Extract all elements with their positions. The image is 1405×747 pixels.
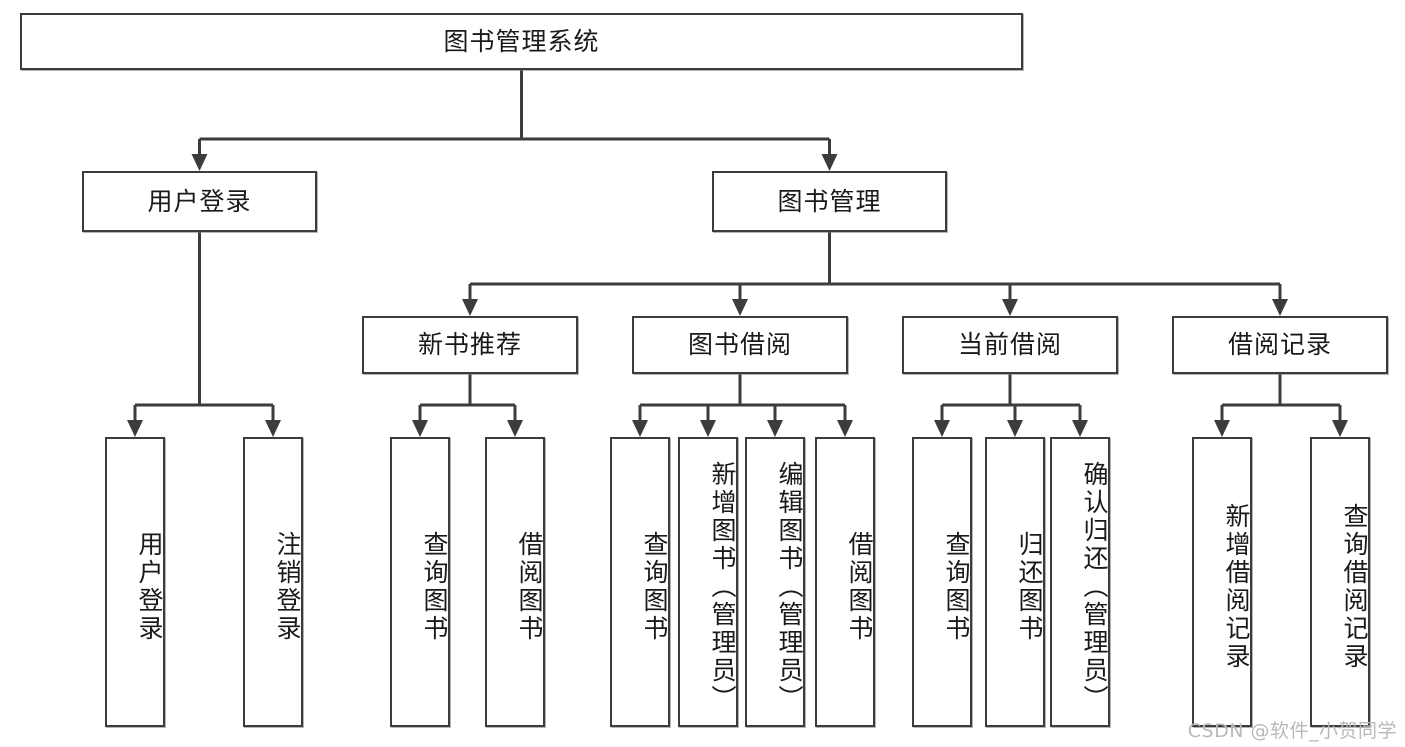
- arrowhead-icon: [632, 420, 648, 437]
- arrowhead-icon: [462, 299, 478, 316]
- arrowhead-icon: [821, 154, 838, 171]
- node-label: 借阅记录: [1227, 330, 1332, 360]
- arrowhead-icon: [191, 154, 208, 171]
- node-label: 新增图书（管理员）: [708, 461, 737, 713]
- node-leaf-add-record[interactable]: 新增借阅记录: [1192, 437, 1252, 727]
- node-label: 借阅图书: [515, 531, 544, 643]
- node-label: 新书推荐: [417, 330, 522, 360]
- node-label: 查询图书: [942, 531, 971, 643]
- node-label: 借阅图书: [845, 531, 874, 643]
- node-label: 图书借阅: [687, 330, 792, 360]
- node-records[interactable]: 借阅记录: [1172, 316, 1388, 374]
- node-leaf-add-book[interactable]: 新增图书（管理员）: [678, 437, 738, 727]
- arrowhead-icon: [1007, 420, 1023, 437]
- node-leaf-return-book[interactable]: 归还图书: [985, 437, 1045, 727]
- arrowhead-icon: [1332, 420, 1348, 437]
- node-leaf-user-login[interactable]: 用户登录: [105, 437, 165, 727]
- arrowhead-icon: [1002, 299, 1018, 316]
- node-label: 当前借阅: [957, 330, 1062, 360]
- node-label: 注销登录: [273, 531, 302, 643]
- node-label: 用户登录: [135, 531, 164, 643]
- node-login[interactable]: 用户登录: [82, 171, 317, 232]
- node-leaf-borrow-book-1[interactable]: 借阅图书: [485, 437, 545, 727]
- node-leaf-borrow-book-2[interactable]: 借阅图书: [815, 437, 875, 727]
- node-leaf-logout[interactable]: 注销登录: [243, 437, 303, 727]
- arrowhead-icon: [265, 420, 281, 437]
- node-current[interactable]: 当前借阅: [902, 316, 1118, 374]
- arrowhead-icon: [732, 299, 748, 316]
- node-label: 图书管理系统: [443, 26, 600, 56]
- arrowhead-icon: [1272, 299, 1288, 316]
- arrowhead-icon: [934, 420, 950, 437]
- arrowhead-icon: [767, 420, 783, 437]
- node-label: 查询图书: [420, 531, 449, 643]
- arrowhead-icon: [507, 420, 523, 437]
- node-newbook[interactable]: 新书推荐: [362, 316, 578, 374]
- node-label: 新增借阅记录: [1222, 503, 1251, 671]
- node-label: 归还图书: [1015, 531, 1044, 643]
- arrowhead-icon: [1072, 420, 1088, 437]
- node-label: 查询图书: [640, 531, 669, 643]
- watermark-text: CSDN @软件_小贺同学: [1187, 720, 1397, 742]
- node-label: 查询借阅记录: [1340, 503, 1369, 671]
- node-leaf-edit-book[interactable]: 编辑图书（管理员）: [745, 437, 805, 727]
- node-bookmgmt[interactable]: 图书管理: [712, 171, 947, 232]
- node-leaf-query-book-1[interactable]: 查询图书: [390, 437, 450, 727]
- node-label: 确认归还（管理员）: [1080, 461, 1109, 713]
- arrowhead-icon: [700, 420, 716, 437]
- node-borrow[interactable]: 图书借阅: [632, 316, 848, 374]
- arrowhead-icon: [412, 420, 428, 437]
- node-root[interactable]: 图书管理系统: [20, 13, 1023, 70]
- node-label: 图书管理: [777, 186, 882, 216]
- node-label: 编辑图书（管理员）: [775, 461, 804, 713]
- arrowhead-icon: [837, 420, 853, 437]
- node-leaf-query-record[interactable]: 查询借阅记录: [1310, 437, 1370, 727]
- arrowhead-icon: [1214, 420, 1230, 437]
- arrowhead-icon: [127, 420, 143, 437]
- node-label: 用户登录: [147, 186, 252, 216]
- node-leaf-query-book-2[interactable]: 查询图书: [610, 437, 670, 727]
- node-leaf-confirm-return[interactable]: 确认归还（管理员）: [1050, 437, 1110, 727]
- node-leaf-query-book-3[interactable]: 查询图书: [912, 437, 972, 727]
